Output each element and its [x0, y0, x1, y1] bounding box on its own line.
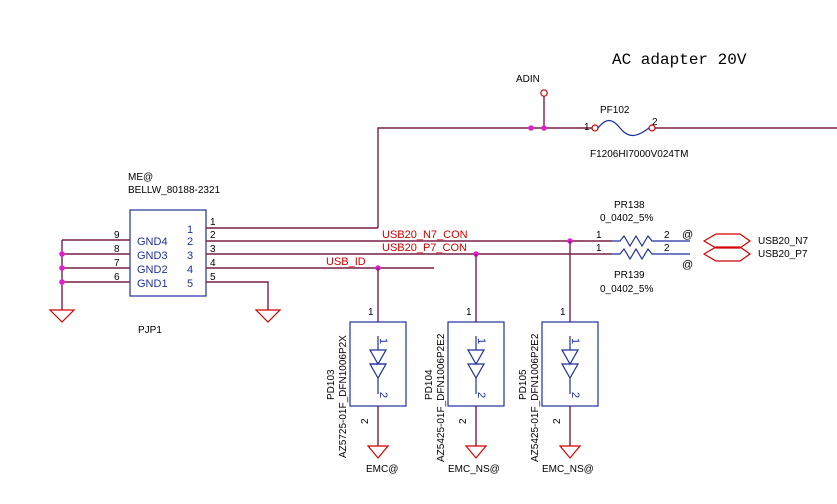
pd105-part: AZ5425-01F_DFN1006P2E2: [530, 333, 541, 462]
adin-label: ADIN: [516, 74, 540, 85]
right-pin-5: 5: [210, 272, 216, 283]
net-label-usb-id: USB_ID: [326, 256, 366, 268]
fuse-pin1: 1: [584, 122, 590, 133]
diode-pd104[interactable]: 1 1 2 2 EMC_NS@ PD104 AZ5425-01F_DFN1006…: [424, 254, 505, 475]
pd104-inner-top: 1: [475, 338, 487, 344]
pd104-part: AZ5425-01F_DFN1006P2E2: [436, 333, 447, 462]
offpage-usb20-p7: [702, 246, 752, 262]
diode-pd103[interactable]: 1 1 2 2 EMC@ PD103 AZ5725-01F_DFN1006P2X: [326, 268, 407, 475]
pr139-pin2: 2: [664, 243, 670, 254]
pd104-gnd: EMC_NS@: [448, 464, 500, 475]
diode-pd105[interactable]: 1 1 2 2 EMC_NS@ PD105 AZ5425-01F_DFN1006…: [518, 241, 599, 475]
right-pin-2: 2: [210, 230, 216, 241]
inner-pin-2: 2: [187, 236, 193, 248]
inner-pin-1: 1: [187, 224, 193, 236]
pr138-pin2: 2: [664, 230, 670, 241]
right-pin-3: 3: [210, 244, 216, 255]
inner-pin-5: 5: [187, 278, 193, 290]
left-pin-7: 7: [114, 258, 120, 269]
pr139-pin1: 1: [596, 243, 602, 254]
fuse-part: F1206HI7000V024TM: [590, 149, 688, 160]
net-label-p7: USB20_P7_CON: [382, 242, 467, 254]
pd105-pin-top: 1: [560, 307, 566, 318]
pr138-ref: PR138: [614, 200, 645, 211]
pd103-inner-bot: 2: [377, 392, 389, 398]
ground-symbol-left: [48, 309, 76, 323]
pd104-ref: PD104: [424, 369, 435, 400]
resistor-pr139[interactable]: 1 2 @ PR139 0_0402_5%: [596, 243, 693, 295]
resistor-pr138[interactable]: PR138 0_0402_5% 1 2 @: [596, 200, 693, 248]
junction-vin: [528, 125, 534, 131]
pd105-inner-top: 1: [569, 338, 581, 344]
gnd4-label: GND4: [137, 236, 168, 248]
fuse-ref: PF102: [600, 105, 630, 116]
inner-pin-3: 3: [187, 250, 193, 262]
pr138-value: 0_0402_5%: [600, 213, 653, 224]
ground-symbol-pin5: [254, 309, 282, 323]
offpage-label-n7: USB20_N7: [758, 236, 808, 247]
pd103-pin-bot: 2: [360, 418, 371, 424]
pd103-ref: PD103: [326, 369, 337, 400]
connector-part: BELLW_80188-2321: [128, 185, 221, 196]
junction-gnd2: [59, 265, 65, 271]
fuse-pin2: 2: [652, 117, 658, 128]
gnd1-label: GND1: [137, 278, 168, 290]
connector-option: ME@: [128, 172, 153, 183]
pr138-mark: @: [682, 229, 693, 241]
pr139-ref: PR139: [614, 270, 645, 281]
pr139-value: 0_0402_5%: [600, 284, 653, 295]
left-pin-6: 6: [114, 272, 120, 283]
offpage-usb20-n7: [702, 233, 752, 249]
junction-gnd3: [59, 251, 65, 257]
pr139-mark: @: [682, 259, 693, 271]
pd103-part: AZ5725-01F_DFN1006P2X: [338, 335, 349, 458]
right-pin-4: 4: [210, 258, 216, 269]
connector-body: [129, 209, 207, 297]
vin-wire-left: [377, 127, 592, 228]
pd105-pin-bot: 2: [552, 418, 563, 424]
pd105-gnd: EMC_NS@: [542, 464, 594, 475]
junction-adin: [541, 125, 547, 131]
pd103-pin-top: 1: [368, 307, 374, 318]
gnd2-label: GND2: [137, 264, 168, 276]
connector-pjp1[interactable]: ME@ BELLW_80188-2321 PJP1 GND4 GND3 GND2…: [114, 172, 221, 336]
page-title: AC adapter 20V: [612, 51, 747, 69]
inner-pin-4: 4: [187, 264, 193, 276]
pd105-inner-bot: 2: [569, 392, 581, 398]
connector-ref: PJP1: [138, 325, 162, 336]
offpage-label-p7: USB20_P7: [758, 249, 808, 260]
left-pin-8: 8: [114, 244, 120, 255]
fuse-pf102[interactable]: PF102 1 2 F1206HI7000V024TM: [584, 105, 688, 160]
pd103-inner-top: 1: [377, 338, 389, 344]
pd104-pin-top: 1: [466, 307, 472, 318]
right-pin-1: 1: [210, 217, 216, 228]
adin-terminal: [540, 89, 548, 97]
pd103-gnd: EMC@: [366, 464, 398, 475]
pin5-wire: [206, 281, 269, 310]
pd104-pin-bot: 2: [458, 418, 469, 424]
pr138-pin1: 1: [596, 230, 602, 241]
left-pin-9: 9: [114, 230, 120, 241]
gnd3-label: GND3: [137, 250, 168, 262]
pd104-inner-bot: 2: [475, 392, 487, 398]
pd105-ref: PD105: [518, 369, 529, 400]
gnd-bus-left: [61, 239, 130, 310]
junction-gnd1: [59, 279, 65, 285]
net-label-n7: USB20_N7_CON: [382, 229, 468, 241]
